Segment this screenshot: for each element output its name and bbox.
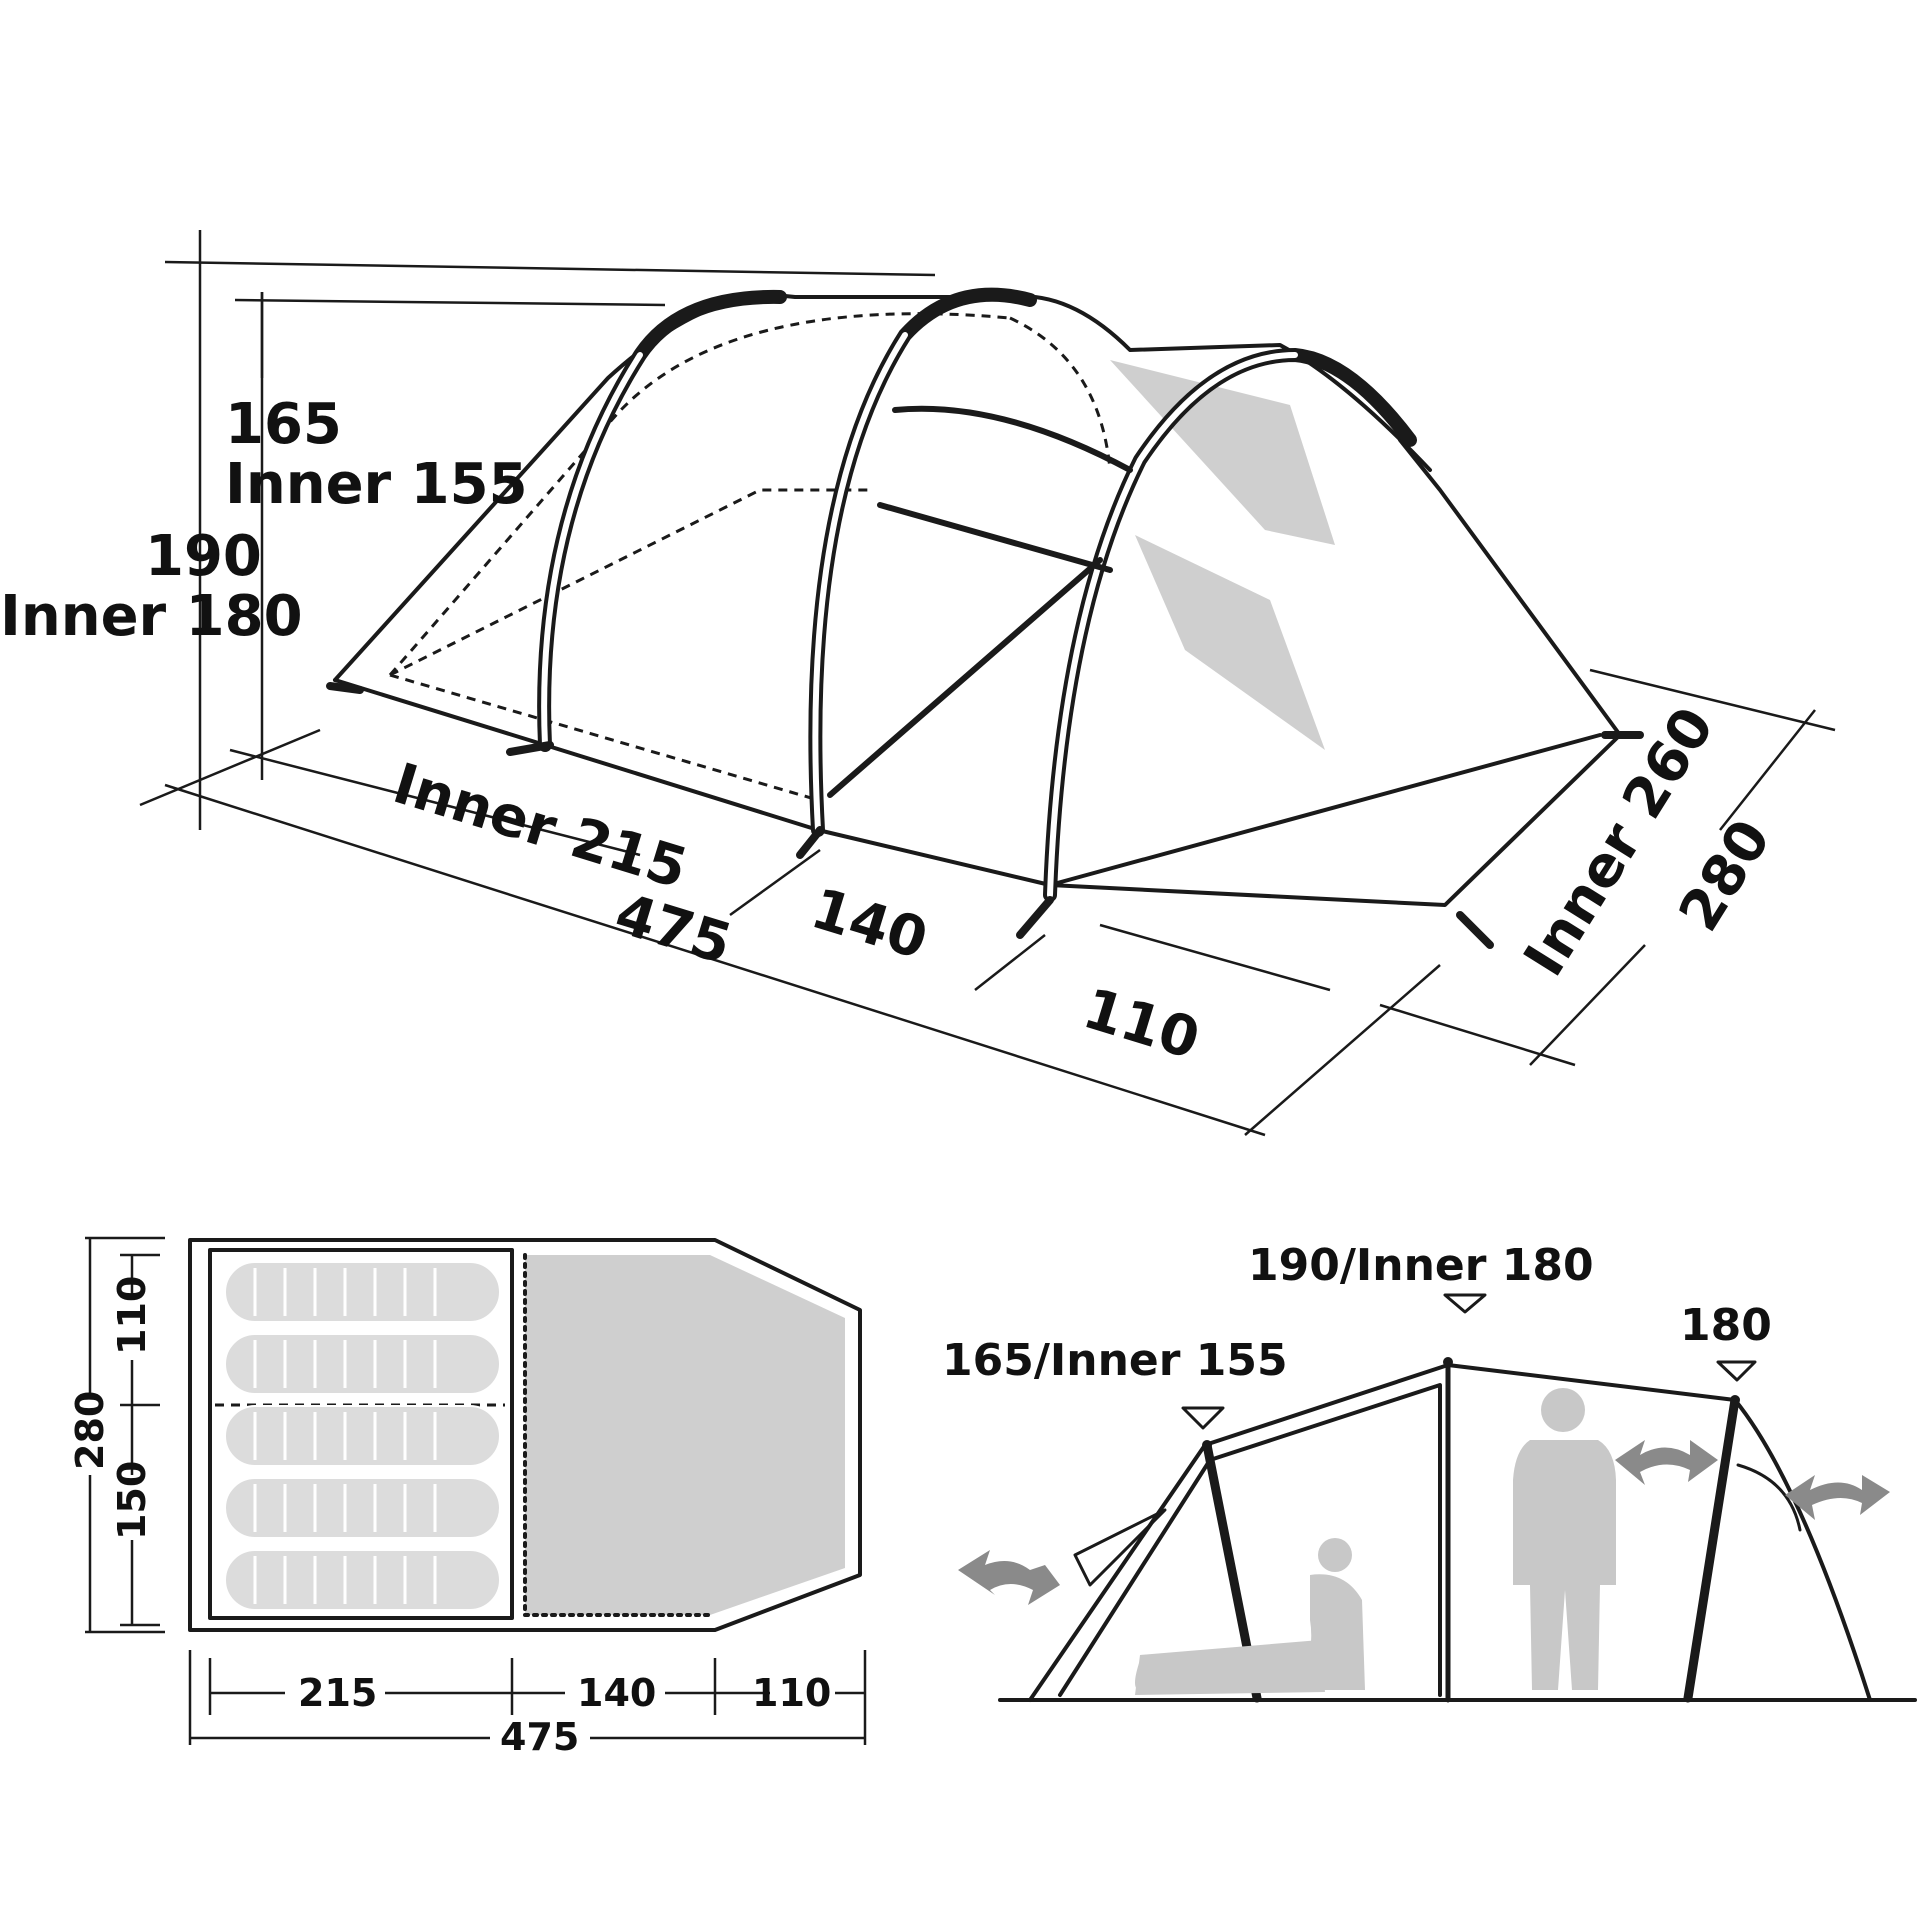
sleeping-bag [224, 1333, 501, 1395]
inner-tent-dashed-arch [1009, 316, 1112, 471]
top-roll [892, 405, 1133, 473]
person-standing-icon [1513, 1388, 1616, 1690]
peg-2 [796, 826, 824, 859]
length-dim-inner [229, 748, 641, 857]
airflow-arrow-icon [1785, 1475, 1890, 1520]
inner-width-label: Inner 260 [1512, 696, 1727, 987]
peak-height-label: 190/Inner 180 [1248, 1240, 1594, 1291]
len-middle-label: 140 [577, 1671, 656, 1715]
perspective-view: 165 Inner 155 190 Inner 180 Inner 215 47… [0, 230, 1836, 1137]
person-sitting-icon [1135, 1538, 1365, 1695]
height-ref-line-outer [164, 260, 936, 277]
inner-tent-dashed [388, 312, 1011, 802]
inner-tent-floor [208, 1248, 514, 1620]
sleeping-bag [224, 1405, 501, 1467]
pole-middle [808, 287, 1037, 837]
front-height-label: 180 [1680, 1300, 1772, 1351]
vestibule-dotted-edge [523, 1253, 712, 1617]
total-width-label: 280 [1667, 809, 1784, 943]
sleeping-bag [224, 1549, 501, 1611]
airflow-arrow-icon [958, 1550, 1060, 1605]
side-pole-middle-top [1443, 1357, 1453, 1367]
width-front-label: 110 [110, 1276, 154, 1355]
side-inner-outline [1058, 1383, 1442, 1697]
length-tick-1 [139, 728, 321, 807]
length-tick-4 [1244, 964, 1441, 1136]
height-inner-label: Inner 180 [0, 584, 303, 649]
pole-middle-inner [812, 332, 908, 833]
low-height-label: 165 [225, 392, 342, 457]
length-dim-front-end [1379, 1003, 1576, 1067]
length-tick-3 [974, 934, 1046, 991]
width-dim-top [1719, 709, 1816, 831]
len-total-label: 475 [500, 1715, 579, 1759]
floor-plan: 280 110 150 215 140 110 475 [68, 1236, 867, 1759]
side-pole-rear-top [1202, 1440, 1212, 1450]
cross-struts [827, 502, 1113, 798]
peak-marker [1181, 1406, 1225, 1430]
side-view: 190/Inner 180 165/Inner 155 180 [942, 1240, 1917, 1703]
peg-rear [326, 682, 364, 694]
low-inner-label: Inner 155 [225, 452, 528, 517]
len-front-label: 110 [752, 1671, 831, 1715]
tent-front-outline [1048, 438, 1622, 907]
sleeping-bag [224, 1261, 501, 1323]
total-length-label: 475 [608, 881, 739, 977]
tent-base-outline [333, 678, 1052, 887]
window-upper [1110, 360, 1335, 545]
width-rear-label: 150 [110, 1461, 154, 1540]
peg-4 [1456, 911, 1494, 949]
length-dim-outer [164, 783, 1266, 1137]
side-pole-front-top [1730, 1395, 1740, 1405]
height-ref-line-inner [234, 298, 666, 307]
length-dim-front [1099, 923, 1331, 992]
front-marker [1716, 1360, 1757, 1382]
front-vent-flap [1736, 1463, 1802, 1532]
middle-length-label: 140 [804, 876, 935, 972]
airflow-arrow-icon [1615, 1440, 1718, 1485]
rear-height-label: 165/Inner 155 [942, 1335, 1288, 1386]
width-ref-1 [1589, 668, 1836, 732]
pole-rear [537, 289, 787, 752]
sleeping-bags [224, 1261, 501, 1611]
height-outer-label: 190 [145, 524, 262, 589]
peg-3 [1016, 896, 1054, 939]
pole-rear-inner [541, 352, 643, 748]
floor-outer [188, 1238, 862, 1632]
len-inner-label: 215 [298, 1671, 377, 1715]
sleeping-bag [224, 1477, 501, 1539]
side-pole-front [1683, 1395, 1740, 1703]
inner-length-label: Inner 215 [386, 751, 694, 902]
front-length-label: 110 [1076, 976, 1207, 1072]
peg-1 [506, 741, 554, 756]
width-dim-bottom [1529, 944, 1646, 1066]
middle-marker [1443, 1293, 1487, 1314]
length-tick-2 [729, 848, 821, 917]
window-lower [1135, 535, 1325, 750]
width-total-label: 280 [68, 1391, 112, 1470]
vestibule-area [525, 1255, 845, 1615]
rear-vent-flap [1073, 1508, 1167, 1587]
pole-front-inner [1047, 352, 1298, 898]
